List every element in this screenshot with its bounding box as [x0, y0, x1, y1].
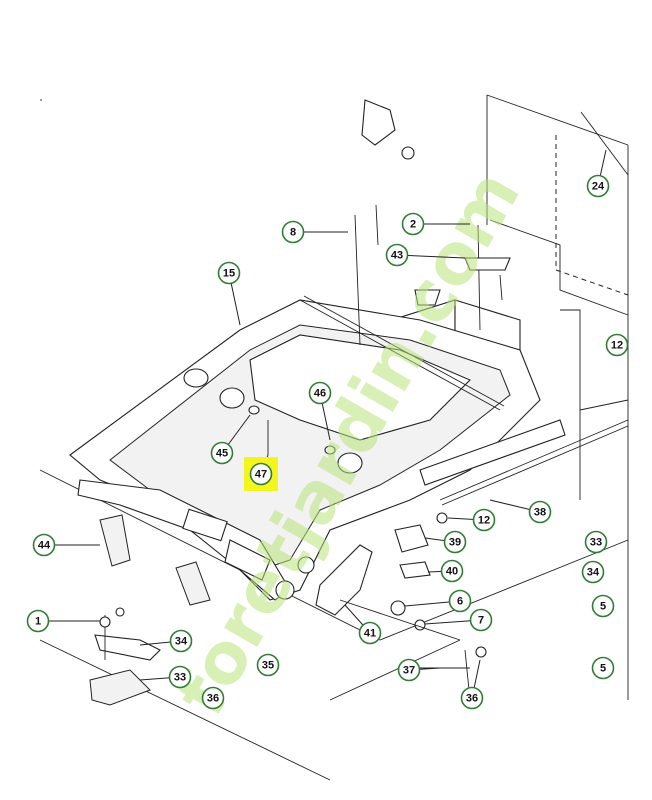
callout-ring	[469, 608, 493, 632]
callout-ring	[440, 559, 464, 583]
callout-number: 24	[592, 181, 605, 193]
callout-number: 1	[35, 616, 41, 628]
callout-39: 39	[424, 530, 467, 554]
callout-ring	[281, 220, 305, 244]
callout-number: 15	[223, 268, 235, 280]
callout-number: 33	[174, 672, 186, 684]
callout-number: 33	[590, 537, 602, 549]
callout-number: 12	[611, 340, 623, 352]
callout-ring	[385, 243, 409, 267]
callout-46: 46	[308, 381, 332, 441]
callout-36a: 36	[201, 686, 225, 710]
callout-number: 37	[403, 665, 415, 677]
callout-2: 2	[401, 212, 470, 236]
lower-left-parts	[89, 607, 161, 706]
callout-ring	[169, 629, 193, 653]
callout-36b: 36	[460, 659, 484, 710]
pedal-linkage	[77, 479, 373, 616]
callout-33b: 33	[139, 665, 192, 689]
callout-ring	[591, 594, 615, 618]
callout-number: 36	[207, 693, 219, 705]
callout-number: 34	[587, 567, 600, 579]
callout-number: 41	[364, 628, 376, 640]
callout-number: 2	[410, 219, 416, 231]
callout-ring	[26, 609, 50, 633]
callout-7: 7	[424, 608, 493, 632]
callout-8: 8	[281, 220, 348, 244]
callout-ring	[201, 686, 225, 710]
callout-38: 38	[489, 499, 552, 524]
callout-number: 7	[478, 615, 484, 627]
callout-number: 44	[38, 540, 51, 552]
callout-ring	[217, 261, 241, 285]
callout-43: 43	[385, 243, 466, 267]
callout-number: 5	[600, 601, 606, 613]
callout-5b: 5	[591, 656, 615, 680]
callout-ring	[591, 656, 615, 680]
callout-40: 40	[427, 559, 464, 583]
callout-number: 46	[314, 388, 326, 400]
callout-number: 43	[391, 250, 403, 262]
callout-ring	[210, 441, 234, 465]
callout-33a: 33	[584, 530, 608, 554]
callout-ring	[358, 621, 382, 645]
callout-12a: 12	[605, 333, 629, 357]
callout-ring	[308, 381, 332, 405]
callout-ring	[443, 530, 467, 554]
bolts	[354, 99, 629, 346]
leader-line	[396, 254, 466, 259]
callout-34b: 34	[139, 629, 193, 653]
callout-ring	[168, 665, 192, 689]
right-side-parts	[329, 512, 487, 701]
callout-1: 1	[26, 609, 100, 633]
callout-number: 36	[466, 693, 478, 705]
bushings	[183, 368, 363, 474]
callout-ring	[401, 212, 425, 236]
callout-6: 6	[404, 589, 472, 613]
callout-number: 12	[478, 515, 490, 527]
callout-number: 35	[262, 660, 274, 672]
callout-24: 24	[586, 149, 610, 198]
callout-12b: 12	[447, 508, 496, 532]
callout-35: 35	[256, 653, 280, 677]
callout-ring	[256, 653, 280, 677]
background-frame-lines	[39, 94, 629, 781]
callout-ring	[605, 333, 629, 357]
callout-number: 40	[446, 566, 458, 578]
callout-ring	[528, 500, 552, 524]
callout-number: 39	[449, 537, 461, 549]
callout-number: 6	[457, 596, 463, 608]
callout-ring	[460, 686, 484, 710]
callout-number: 47	[255, 469, 267, 481]
callout-41: 41	[344, 604, 382, 645]
callout-ring	[586, 174, 610, 198]
callout-34a: 34	[581, 560, 605, 584]
callout-ring	[249, 462, 273, 486]
callout-number: 38	[534, 507, 546, 519]
callout-ring	[32, 533, 56, 557]
callout-ring	[472, 508, 496, 532]
callout-37: 37	[397, 658, 441, 682]
callout-number: 34	[175, 636, 188, 648]
callout-number: 5	[600, 663, 606, 675]
callout-45: 45	[210, 414, 251, 465]
callout-47: 47	[244, 454, 278, 491]
callout-15: 15	[217, 261, 241, 326]
callout-number: 8	[290, 227, 296, 239]
callout-ring	[397, 658, 421, 682]
callout-ring	[581, 560, 605, 584]
callout-ring	[584, 530, 608, 554]
callout-44: 44	[32, 533, 100, 557]
callout-ring	[448, 589, 472, 613]
callout-5a: 5	[591, 594, 615, 618]
callout-number: 45	[216, 448, 228, 460]
